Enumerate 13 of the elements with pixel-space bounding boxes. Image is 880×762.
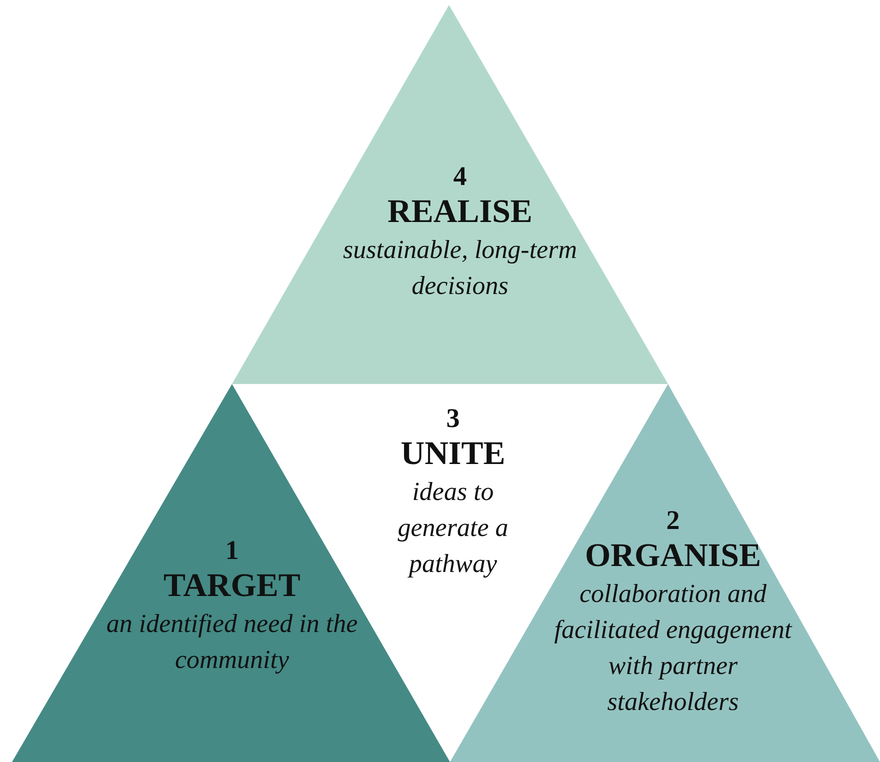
step-title: UNITE	[400, 435, 506, 474]
step-description: sustainable, long-term decisions	[342, 234, 578, 302]
step-number: 3	[446, 402, 460, 434]
step-description: ideas to generate a pathway	[396, 476, 510, 580]
step-title: REALISE	[388, 193, 532, 232]
step-title: ORGANISE	[584, 537, 762, 576]
triangle-segment	[232, 5, 668, 384]
step-title: TARGET	[164, 567, 300, 606]
step-description: collaboration and facilitated engagement with partner stakeholders	[553, 578, 794, 718]
step-description: an identified need in the community	[105, 608, 359, 676]
step-number: 4	[453, 160, 467, 192]
step-number: 2	[666, 504, 680, 536]
step-number: 1	[225, 534, 239, 566]
